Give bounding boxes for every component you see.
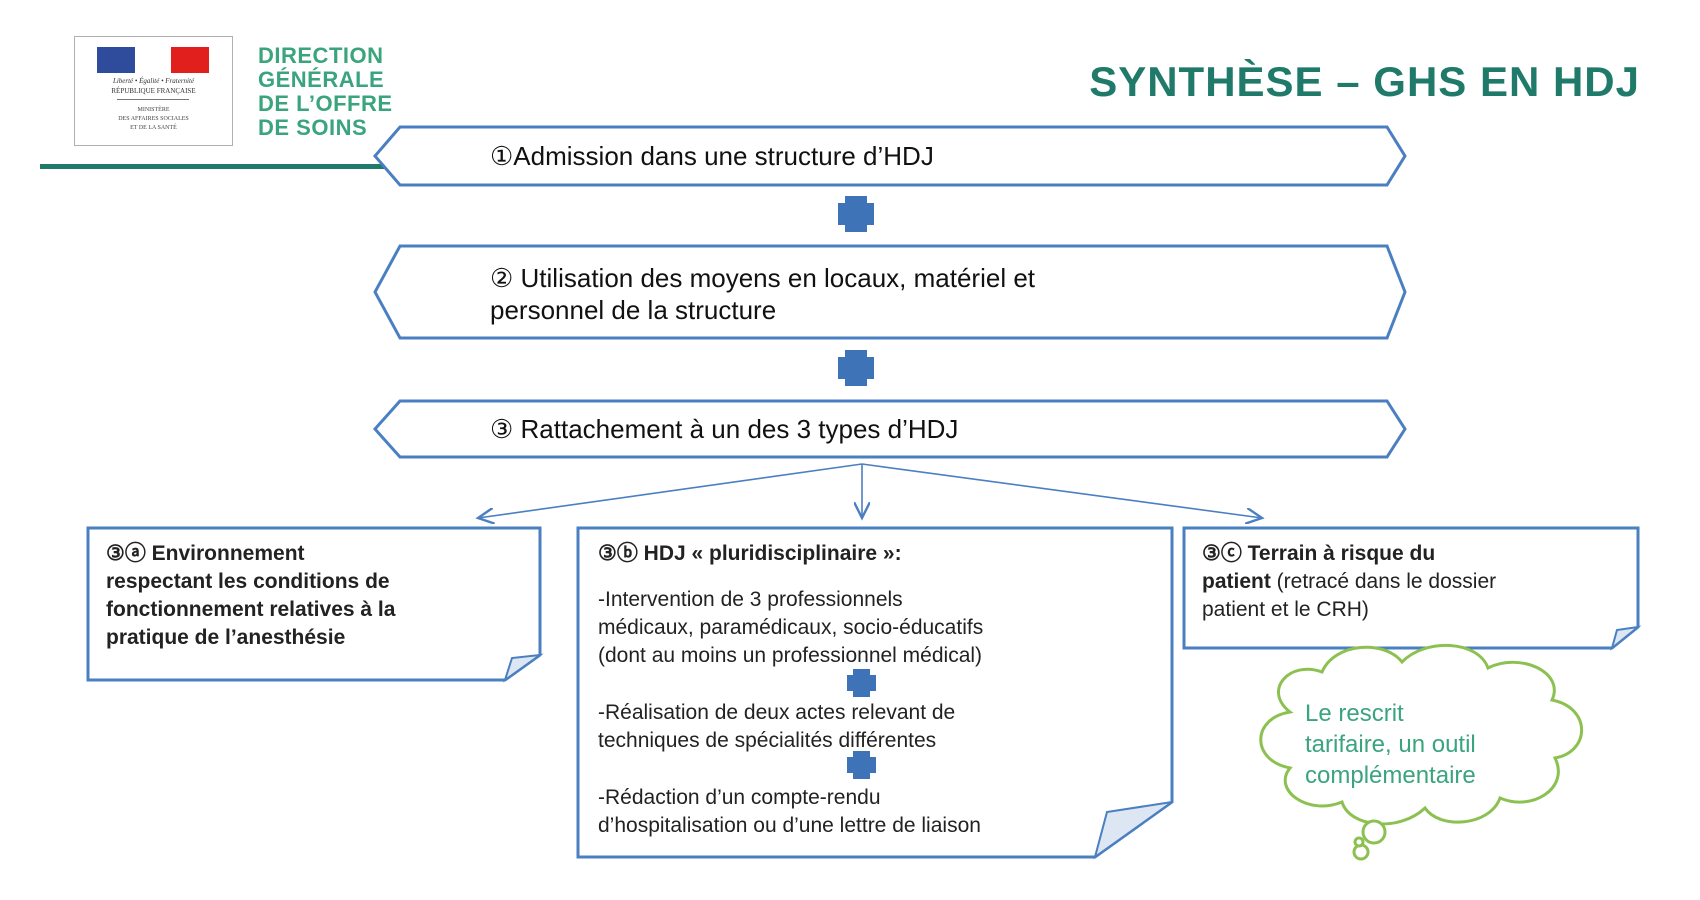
step-1-text: ①Admission dans une structure d’HDJ bbox=[490, 141, 934, 171]
step-2-text-line-2: personnel de la structure bbox=[490, 295, 777, 325]
header-rule bbox=[40, 164, 395, 169]
note-a-line-4: pratique de l’anesthésie bbox=[106, 626, 346, 649]
note-b-item-1-line-1: -Intervention de 3 professionnels bbox=[598, 588, 903, 611]
step-3-text: ③ Rattachement à un des 3 types d’HDJ bbox=[490, 414, 959, 444]
step-1-shape bbox=[373, 125, 1407, 187]
note-c-line-2: patient (retracé dans le dossier bbox=[1202, 568, 1496, 596]
plus-icon bbox=[838, 350, 874, 386]
note-c-line-1: ③ⓒ Terrain à risque du bbox=[1202, 542, 1436, 565]
note-a-line-3: fonctionnement relatives à la bbox=[106, 598, 396, 621]
note-b-fold bbox=[1093, 801, 1173, 860]
note-b-item-3-line-1: -Rédaction d’un compte-rendu bbox=[598, 786, 881, 809]
note-b-item-1-line-2: médicaux, paramédicaux, socio-éducatifs bbox=[598, 616, 984, 639]
note-c-line-2-rest: (retracé dans le dossier bbox=[1270, 570, 1497, 593]
ministry-logo: Liberté • Égalité • Fraternité RÉPUBLIQU… bbox=[74, 36, 233, 146]
step-2-shape bbox=[373, 244, 1407, 340]
note-b-heading: ③ⓑ HDJ « pluridisciplinaire »: bbox=[598, 542, 902, 565]
note-a-line-1: ③ⓐ Environnement bbox=[106, 542, 305, 565]
cloud-line-3: complémentaire bbox=[1305, 762, 1476, 789]
flag-white bbox=[135, 47, 171, 73]
logo-ministry-3: ET DE LA SANTÉ bbox=[130, 125, 177, 131]
plus-icon bbox=[838, 196, 874, 232]
note-c-line-3: patient et le CRH) bbox=[1202, 598, 1369, 621]
org-line-3: DE L’OFFRE bbox=[258, 91, 393, 116]
note-a-line-2: respectant les conditions de bbox=[106, 570, 390, 593]
note-b-item-2-line-2: techniques de spécialités différentes bbox=[598, 729, 937, 752]
note-c-line-2-bold: patient bbox=[1202, 570, 1271, 593]
logo-country: RÉPUBLIQUE FRANÇAISE bbox=[111, 87, 196, 95]
cloud-line-1: Le rescrit bbox=[1305, 700, 1404, 727]
cloud-line-2: tarifaire, un outil bbox=[1305, 731, 1476, 758]
org-line-1: DIRECTION bbox=[258, 43, 384, 68]
plus-icon bbox=[847, 751, 876, 779]
flag-blue bbox=[97, 47, 135, 73]
logo-divider bbox=[117, 99, 189, 100]
plus-icon bbox=[847, 669, 876, 697]
note-b-item-2-line-1: -Réalisation de deux actes relevant de bbox=[598, 701, 956, 724]
flag-red bbox=[171, 47, 209, 73]
step-2-text-line-1: ② Utilisation des moyens en locaux, maté… bbox=[490, 263, 1035, 293]
page-title: SYNTHÈSE – GHS EN HDJ bbox=[1089, 58, 1640, 105]
note-c-fold bbox=[1610, 625, 1642, 651]
arrow-to-note-c bbox=[861, 463, 1262, 518]
step-3-shape bbox=[372, 399, 1407, 459]
logo-ministry-2: DES AFFAIRES SOCIALES bbox=[118, 116, 189, 122]
note-b-item-3-line-2: d’hospitalisation ou d’une lettre de lia… bbox=[598, 814, 981, 837]
note-a-fold bbox=[503, 653, 544, 683]
thought-cloud bbox=[1259, 643, 1583, 861]
logo-motto: Liberté • Égalité • Fraternité bbox=[112, 77, 195, 85]
logo-ministry-1: MINISTÈRE bbox=[137, 107, 170, 113]
org-line-2: GÉNÉRALE bbox=[258, 67, 385, 92]
cloud-text: Le rescrit tarifaire, un outil complémen… bbox=[1305, 698, 1595, 791]
org-line-4: DE SOINS bbox=[258, 115, 368, 140]
arrow-to-note-a bbox=[478, 463, 863, 518]
note-b-item-1-line-3: (dont au moins un professionnel médical) bbox=[598, 644, 983, 667]
